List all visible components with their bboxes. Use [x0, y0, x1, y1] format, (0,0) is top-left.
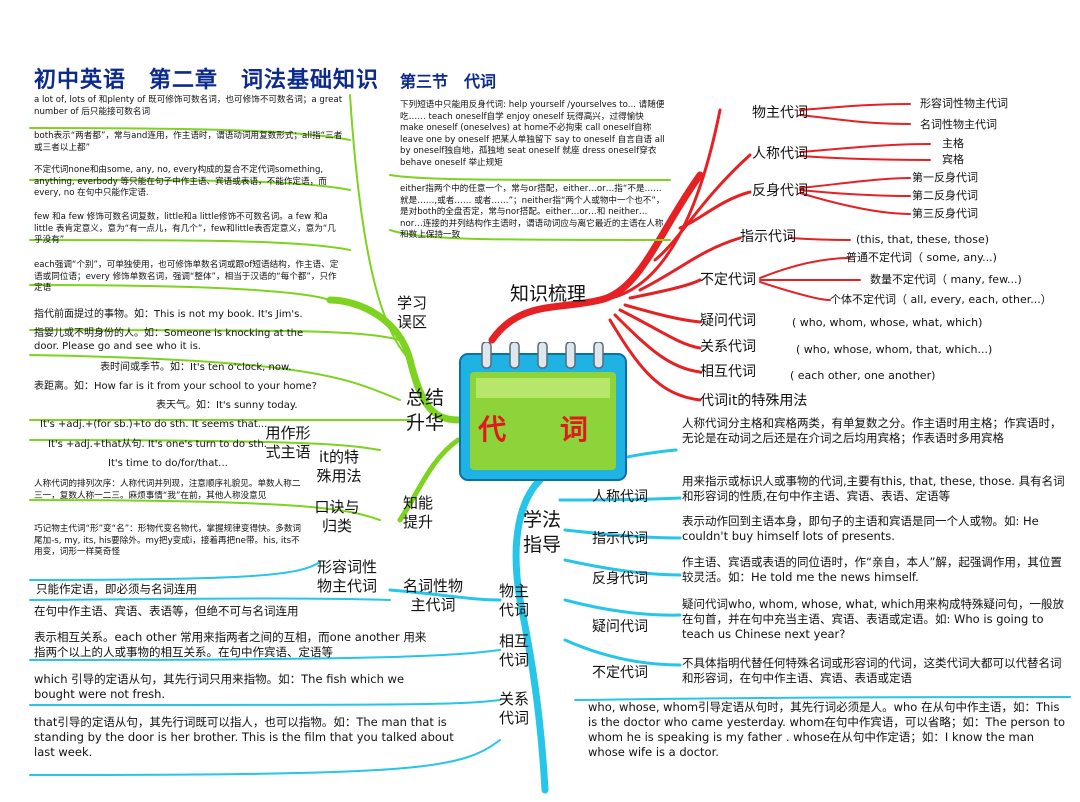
- knowledge-sub: (this, that, these, those): [856, 233, 990, 246]
- study-text: 不具体指明代替任何特殊名词或形容词的代词，这类代词大都可以代替名词和形容词，在句…: [682, 656, 1062, 685]
- knowledge-sub: 第三反身代词: [912, 207, 978, 220]
- it-item: 表距离。如：How far is it from your school to …: [34, 381, 317, 392]
- study-text: 疑问代词who, whom, whose, what, which用来构成特殊疑…: [682, 597, 1064, 641]
- center-label: 代 词: [478, 413, 610, 446]
- knowledge-sub: ( who, whom, whose, what, which): [792, 316, 983, 329]
- knowledge-sub: 第二反身代词: [912, 189, 978, 202]
- study-text: 用来指示或标识人或事物的代词,主要有this, that, these, tho…: [682, 474, 1065, 503]
- summary-note: a lot of, lots of 和plenty of 既可修饰可数名词，也可…: [34, 95, 343, 117]
- it-item: It's time to do/for/that...: [108, 458, 228, 469]
- relative-which-text: which 引导的定语从句，其先行词只用来指物。如：The fish which…: [34, 672, 405, 701]
- rhyme-text: 人称代词的排列次序：人称代词并列现，注意顺序礼貌见。单数人称二三一，复数人称一二…: [34, 479, 301, 501]
- summary-note: 不定代词none和由some, any, no, every构成的复合不定代词s…: [34, 165, 327, 199]
- branch-knowledge: 知识梳理: [509, 283, 586, 305]
- possessive-adj-label: 形容词性物主代词: [316, 558, 377, 595]
- knowledge-sub: 个体不定代词（ all, every, each, other...）: [830, 293, 1052, 306]
- page-title: 初中英语 第二章 词法基础知识: [34, 68, 380, 93]
- study-intro: 人称代词分主格和宾格两类，有单复数之分。作主语时用主格；作宾语时，无论是在动词之…: [682, 416, 1062, 445]
- it-item: 指代前面提过的事物。如：This is not my book. It's Ji…: [34, 309, 303, 320]
- reflexive-note: 下列短语中只能用反身代词: help yourself /yourselves …: [400, 100, 665, 168]
- either-note: either指两个中的任意一个，常与or搭配，either…or…指“不是……就…: [400, 184, 665, 241]
- possessive-noun-text: 在句中作主语、宾语、表语等，但绝不可与名词连用: [34, 604, 299, 618]
- knowledge-sub: 名词性物主代词: [920, 118, 997, 131]
- it-usage-label: it的特殊用法: [316, 448, 362, 485]
- study-item: 人称代词: [592, 489, 648, 505]
- study-item: 疑问代词: [592, 619, 648, 635]
- knowledge-item: 相互代词: [700, 364, 756, 380]
- summary-note: each强调“个别”，可单独使用，也可修饰单数名词或跟of短语结构，作主语、定语…: [34, 260, 339, 294]
- study-item: 指示代词: [592, 531, 648, 547]
- relative-that-text: that引导的定语从句，其先行词既可以指人，也可以指物。如：The man th…: [34, 715, 454, 759]
- calendar-graphic: [459, 342, 627, 481]
- knowledge-sub: 主格: [942, 137, 964, 150]
- knowledge-sub: 数量不定代词（ many, few...): [870, 273, 1022, 286]
- possessive-noun-label: 名词性物主代词: [402, 577, 463, 614]
- knowledge-item: 反身代词: [752, 183, 808, 199]
- branch-summary-line1: 总结: [405, 387, 444, 409]
- summary-note: both表示“两者都”，常与and连用，作主语时，谓语动词用复数形式；all指“…: [34, 131, 343, 153]
- rhyme-text: 巧记物主代词“形”变“名”：形物代变名物代，掌握规律变得快。多数词尾加-s, m…: [34, 524, 302, 558]
- study-left-node: 关系代词: [498, 690, 529, 727]
- study-item: 反身代词: [592, 571, 648, 587]
- formal-subject-label: 用作形式主语: [265, 424, 311, 461]
- reciprocal-text: 表示相互关系。each other 常用来指两者之间的互相，而one anoth…: [34, 630, 427, 659]
- rhyme-label: 口诀与归类: [314, 498, 360, 535]
- knowledge-item: 疑问代词: [700, 313, 756, 329]
- branch-summary-line2: 升华: [405, 412, 444, 434]
- it-item: It's +adj.+(for sb.)+to do sth. It seems…: [40, 419, 268, 430]
- branch-study-trunk: [512, 476, 549, 794]
- study-text: 作主语、宾语或表语的同位语时，作“亲自，本人”解，起强调作用，其位置较灵活。如：…: [682, 555, 1062, 584]
- study-left-node: 物主代词: [498, 582, 529, 619]
- knowledge-item: 物主代词: [752, 105, 808, 121]
- it-item: 表天气。如：It's sunny today.: [156, 400, 298, 411]
- knowledge-sub: 普通不定代词（ some, any...): [846, 251, 997, 264]
- learn-mistakes-label: 学习误区: [396, 294, 427, 331]
- summary-note: few 和a few 修饰可数名词复数，little和a little修饰不可数…: [34, 212, 336, 246]
- it-item: It's +adj.+that从句. It's one's turn to do…: [48, 439, 267, 450]
- knowledge-item: 关系代词: [700, 339, 756, 355]
- study-left-node: 相互代词: [498, 632, 529, 669]
- knowledge-sub: 宾格: [942, 153, 964, 166]
- branch-summary: 总结 升华: [398, 386, 452, 436]
- knowledge-item: 人称代词: [752, 146, 808, 162]
- it-item: 表时间或季节。如：It's ten o'clock, now.: [100, 362, 292, 373]
- knowledge-item: 不定代词: [700, 272, 756, 288]
- knowledge-sub: ( each other, one another): [790, 369, 936, 382]
- knowledge-sub: 第一反身代词: [912, 171, 978, 184]
- possessive-adj-text: 只能作定语，即必须与名词连用: [36, 582, 197, 596]
- study-relative-text: who, whose, whom引导定语从句时，其先行词必须是人。who 在从句…: [588, 700, 1066, 759]
- branch-study: 学法 指导: [516, 508, 568, 558]
- branch-study-line2: 指导: [522, 534, 561, 556]
- skill-label: 知能提升: [402, 494, 433, 531]
- study-text: 表示动作回到主语本身，即句子的主语和宾语是同一个人或物。如: He couldn…: [682, 514, 1039, 543]
- knowledge-item: 指示代词: [740, 229, 796, 245]
- knowledge-sub: ( who, whose, whom, that, which...): [796, 343, 993, 356]
- study-item: 不定代词: [592, 665, 648, 681]
- knowledge-item: 代词it的特殊用法: [700, 393, 808, 409]
- page-subtitle: 第三节 代词: [400, 72, 497, 91]
- knowledge-sub: 形容词性物主代词: [920, 97, 1008, 110]
- branch-study-line1: 学法: [522, 509, 561, 531]
- it-item: 指婴儿或不明身份的人。如：Someone is knocking at the …: [34, 328, 304, 352]
